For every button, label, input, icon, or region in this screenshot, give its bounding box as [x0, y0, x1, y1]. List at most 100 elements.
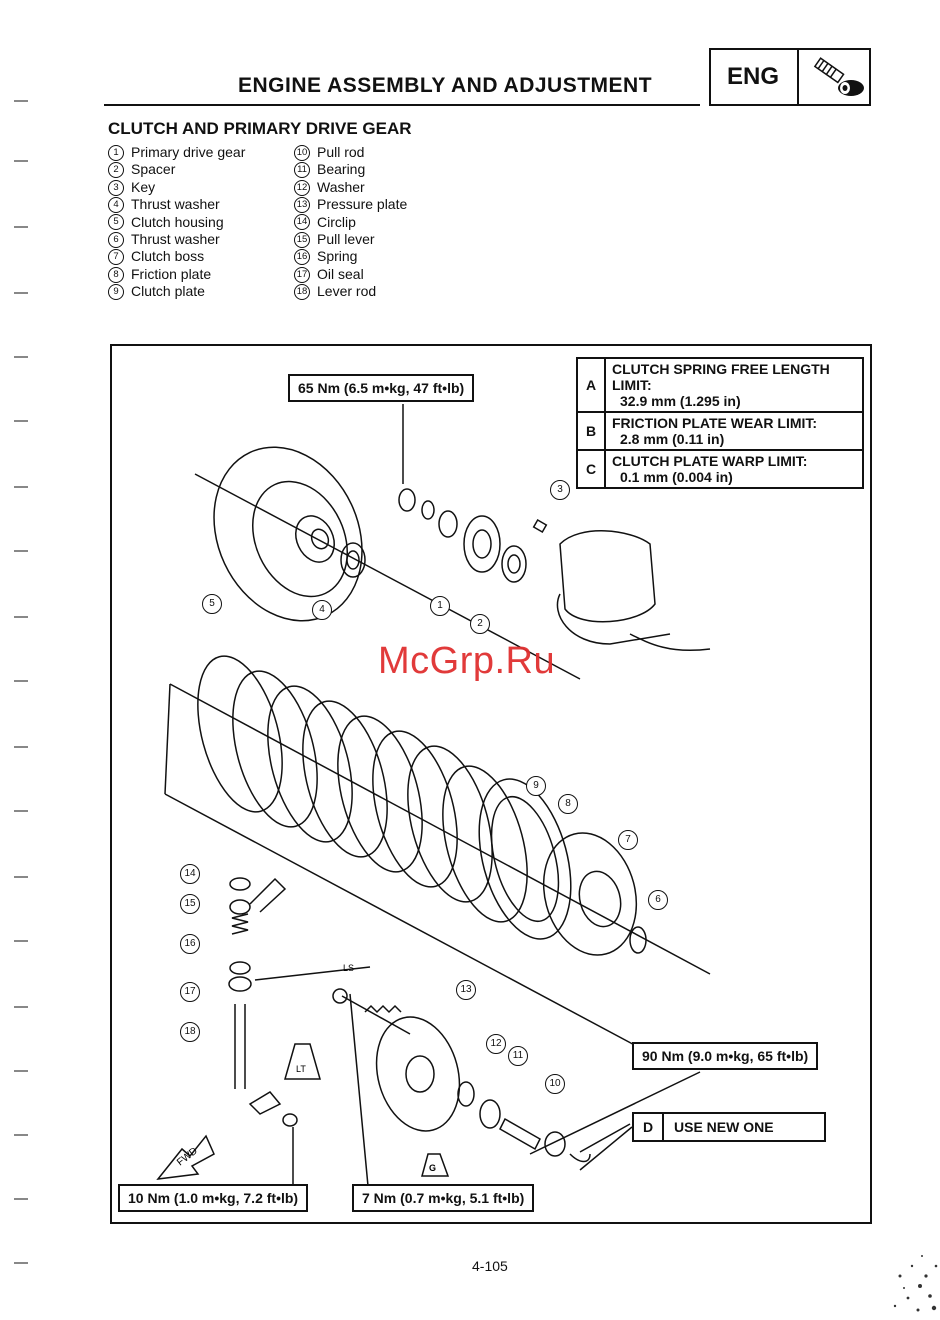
spec-key: A — [576, 357, 606, 413]
part-number: 9 — [108, 283, 124, 300]
margin-mark — [14, 940, 28, 942]
diagram-ref-5: 5 — [202, 594, 222, 614]
part-name: Spring — [317, 248, 358, 265]
part-number: 1 — [108, 144, 124, 161]
margin-mark — [14, 1262, 28, 1264]
part-item: 13 Pressure plate — [294, 196, 407, 213]
pressure-plate-shape — [375, 1016, 461, 1132]
part-name: Oil seal — [317, 265, 364, 282]
watermark: McGrp.Ru — [378, 640, 556, 682]
part-item: 7 Clutch boss — [108, 248, 245, 266]
header-rule — [104, 104, 700, 106]
spec-row-a: A CLUTCH SPRING FREE LENGTH LIMIT: 32.9 … — [576, 357, 864, 413]
spec-value: 0.1 mm (0.004 in) — [620, 469, 733, 485]
margin-mark — [14, 1070, 28, 1072]
part-name: Key — [131, 178, 156, 195]
spec-title: CLUTCH SPRING FREE LENGTH LIMIT: — [612, 361, 830, 393]
part-number: 13 — [294, 196, 310, 213]
part-item: 9 Clutch plate — [108, 283, 245, 300]
engine-icon — [813, 57, 864, 96]
part-number: 18 — [294, 283, 310, 300]
spec-cell: CLUTCH PLATE WARP LIMIT: 0.1 mm (0.004 i… — [604, 449, 864, 489]
diagram-ref-13: 13 — [456, 980, 476, 1000]
exploded-diagram-frame — [110, 344, 872, 1224]
pull-rod-shape — [499, 1117, 541, 1151]
spec-title: CLUTCH PLATE WARP LIMIT: — [612, 453, 808, 469]
margin-mark — [14, 680, 28, 682]
ls-label: LS — [343, 963, 354, 973]
exploded-view-drawing: FWD LT G LS — [156, 404, 711, 1204]
diagram-ref-14: 14 — [180, 864, 200, 884]
page-header-title: ENGINE ASSEMBLY AND ADJUSTMENT — [238, 74, 653, 97]
torque-callout-10nm: 10 Nm (1.0 m•kg, 7.2 ft•lb) — [118, 1184, 309, 1212]
margin-mark — [14, 550, 28, 552]
part-name: Clutch boss — [131, 248, 205, 265]
margin-mark — [14, 420, 28, 422]
torque-callout-7nm: 7 Nm (0.7 m•kg, 5.1 ft•lb) — [352, 1184, 535, 1212]
clutch-boss-shape — [542, 832, 638, 956]
diagram-ref-1: 1 — [430, 596, 450, 616]
part-item: 11 Bearing — [294, 161, 407, 179]
part-item: 16 Spring — [294, 248, 407, 266]
note-key: D — [634, 1114, 664, 1140]
margin-mark — [14, 486, 28, 488]
thrust-washer-shape — [340, 542, 366, 578]
margin-mark — [14, 160, 28, 162]
part-name: Clutch plate — [131, 283, 205, 300]
margin-mark — [14, 356, 28, 358]
diagram-ref-9: 9 — [526, 776, 546, 796]
part-number: 2 — [108, 162, 124, 179]
part-item: 2 Spacer — [108, 161, 245, 179]
diagram-ref-18: 18 — [180, 1022, 200, 1042]
part-item: 18 Lever rod — [294, 283, 407, 300]
part-name: Bearing — [317, 161, 366, 178]
part-number: 5 — [108, 214, 124, 231]
diagram-ref-10: 10 — [545, 1074, 565, 1094]
torque-callout-65nm: 65 Nm (6.5 m•kg, 47 ft•lb) — [288, 374, 475, 402]
page-number: 4-105 — [472, 1258, 508, 1274]
spec-value: 32.9 mm (1.295 in) — [620, 393, 741, 409]
diagram-ref-6: 6 — [648, 890, 668, 910]
diagram-ref-8: 8 — [558, 794, 578, 814]
part-item: 1 Primary drive gear — [108, 144, 245, 161]
diagram-ref-15: 15 — [180, 894, 200, 914]
friction-plate-shape — [478, 778, 572, 940]
margin-mark — [14, 1134, 28, 1136]
spec-key: C — [576, 449, 606, 489]
part-name: Thrust washer — [131, 196, 220, 213]
margin-mark — [14, 292, 28, 294]
part-name: Pull rod — [317, 144, 365, 160]
lt-label: LT — [296, 1064, 306, 1074]
spec-cell: FRICTION PLATE WEAR LIMIT: 2.8 mm (0.11 … — [604, 411, 864, 451]
part-name: Primary drive gear — [131, 144, 246, 160]
part-name: Pressure plate — [317, 196, 408, 213]
eng-badge: ENG — [709, 48, 871, 106]
g-label: G — [429, 1163, 436, 1173]
part-number: 7 — [108, 249, 124, 266]
part-number: 11 — [294, 162, 310, 179]
margin-mark — [14, 100, 28, 102]
part-name: Lever rod — [317, 283, 377, 300]
part-number: 14 — [294, 214, 310, 231]
margin-mark — [14, 1006, 28, 1008]
margin-mark — [14, 1198, 28, 1200]
diagram-ref-7: 7 — [618, 830, 638, 850]
part-name: Pull lever — [317, 231, 375, 248]
part-name: Spacer — [131, 161, 176, 178]
diagram-ref-2: 2 — [470, 614, 490, 634]
part-number: 16 — [294, 249, 310, 266]
part-name: Friction plate — [131, 265, 212, 282]
part-number: 12 — [294, 179, 310, 196]
margin-mark — [14, 746, 28, 748]
spec-title: FRICTION PLATE WEAR LIMIT: — [612, 415, 818, 431]
